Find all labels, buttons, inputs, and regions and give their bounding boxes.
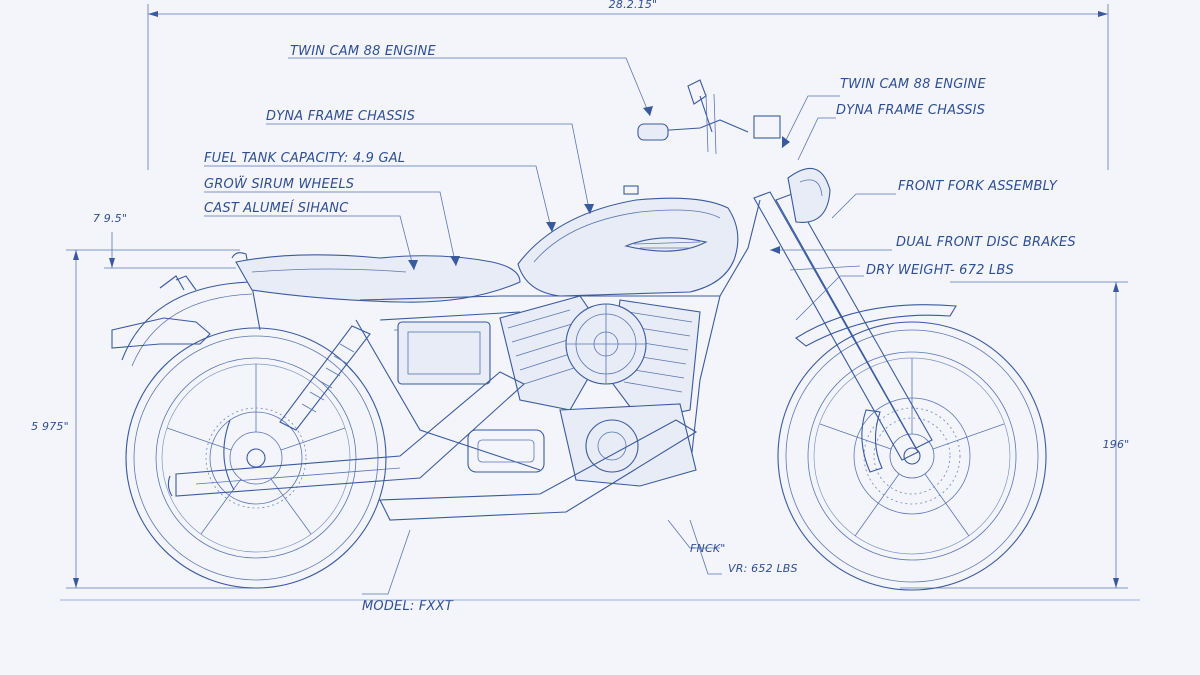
seat <box>235 254 521 303</box>
left-height-dimension <box>66 249 260 589</box>
callout-frame-a: DYNA FRAME CHASSIS <box>266 109 415 124</box>
frame-chassis <box>355 199 761 471</box>
callout-cast: CAST ALUMEÍ SIHANC <box>204 200 349 216</box>
exhaust-pipes <box>167 371 698 521</box>
rear-fender <box>111 275 361 367</box>
front-fork <box>753 191 933 461</box>
tank-emblem <box>624 237 708 252</box>
engine <box>467 295 701 487</box>
seat-height-text: 7 9.5" <box>93 212 127 225</box>
side-cover <box>397 321 491 385</box>
callout-dry-weight: DRY WEIGHT- 672 LBS <box>866 263 1014 278</box>
callout-frame-b: DYNA FRAME CHASSIS <box>836 103 985 118</box>
front-fender <box>795 304 957 347</box>
front-wheel <box>777 321 1047 591</box>
seat-height-dimension <box>104 232 236 269</box>
leader-arrowheads <box>408 106 790 270</box>
callout-engine-a: TWIN CAM 88 ENGINE <box>290 44 436 59</box>
top-dimension-line <box>147 4 1109 170</box>
rear-shock-absorber <box>279 325 371 431</box>
front-brake-disc <box>853 397 971 515</box>
rear-wheel <box>125 327 387 589</box>
handlebars <box>637 79 781 155</box>
sissy-bar <box>175 252 261 331</box>
fuel-tank <box>517 185 739 297</box>
callout-weight-b: VR: 652 LBS <box>728 562 798 575</box>
right-height-dimension <box>900 281 1128 589</box>
callout-model: MODEL: FXXT <box>362 599 454 614</box>
callout-leader-lines <box>204 57 896 595</box>
callout-engine-b: TWIN CAM 88 ENGINE <box>840 77 986 92</box>
air-cleaner <box>565 303 647 385</box>
rear-brake-disc <box>209 411 303 505</box>
right-height-text: 196" <box>1103 438 1130 451</box>
top-dimension-text: 28.2.15" <box>609 0 658 11</box>
callout-track: FNCK" <box>690 542 726 555</box>
crankcase <box>467 403 697 487</box>
callout-fuel-tank: FUEL TANK CAPACITY: 4.9 GAL <box>204 151 405 166</box>
callout-front-brakes: DUAL FRONT DISC BRAKES <box>896 235 1076 250</box>
headlight <box>787 167 831 223</box>
callout-wheels: GROẄ SIRUM WHEELS <box>204 176 354 192</box>
callout-front-fork: FRONT FORK ASSEMBLY <box>898 179 1058 194</box>
left-height-text: 5 975" <box>31 420 69 433</box>
